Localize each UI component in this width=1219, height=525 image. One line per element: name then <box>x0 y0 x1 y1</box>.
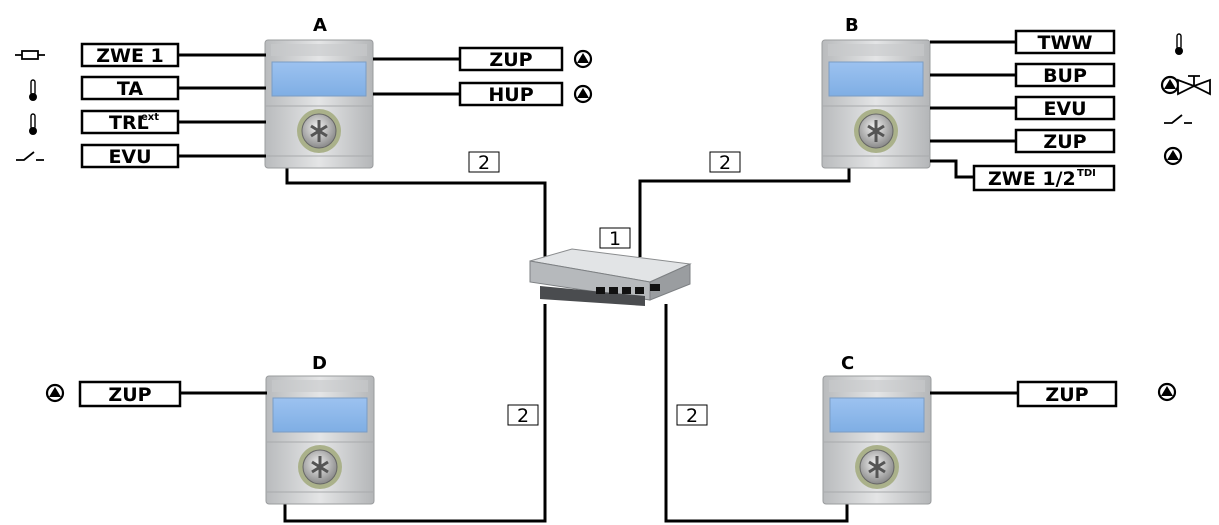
pump-icon <box>1163 146 1183 166</box>
a-label-zwe1: ZWE 1 <box>96 45 164 67</box>
a-label-hup: HUP <box>488 84 533 106</box>
pump-icon <box>573 84 593 104</box>
controller-b: B <box>820 15 932 170</box>
switch-contact-icon <box>15 151 45 161</box>
a-label-trl: TRL <box>109 112 149 134</box>
a-label-evu: EVU <box>108 146 151 168</box>
cable-a <box>285 168 547 257</box>
controller-c-label: C <box>841 353 854 374</box>
b-label-evu: EVU <box>1043 98 1086 120</box>
c-label-zup: ZUP <box>1045 384 1088 406</box>
network-cables <box>283 168 851 523</box>
controller-d-label: D <box>312 353 327 374</box>
b-right-connections: TWW BUP EVU ZUP ZWE 1/2 TDI <box>930 29 1211 192</box>
controller-b-label: B <box>845 15 859 36</box>
c-right-connections: ZUP <box>930 380 1177 408</box>
controller-c: C <box>821 353 933 506</box>
tag-2-d: 2 <box>517 405 529 427</box>
pump-valve-icon <box>1160 75 1211 96</box>
b-label-zwe12-sup: TDI <box>1077 168 1096 179</box>
cable-c <box>664 304 849 523</box>
thermometer-icon <box>1174 33 1184 56</box>
b-label-tww: TWW <box>1038 32 1093 54</box>
controller-a-label: A <box>313 15 327 36</box>
controller-a: A <box>263 15 375 170</box>
d-label-zup: ZUP <box>108 384 151 406</box>
pump-icon <box>1157 382 1177 402</box>
a-label-zup: ZUP <box>489 49 532 71</box>
a-right-connections: ZUP HUP <box>373 46 593 107</box>
thermometer-icon <box>28 113 38 136</box>
tag-2-c: 2 <box>686 405 698 427</box>
switch-contact-icon <box>1163 114 1193 124</box>
controller-d: D <box>264 353 376 506</box>
heater-rod-icon <box>14 50 46 60</box>
tag-1: 1 <box>609 228 621 250</box>
thermometer-icon <box>28 79 38 102</box>
d-left-connections: ZUP <box>45 380 267 408</box>
pump-icon <box>45 383 65 403</box>
a-label-ta: TA <box>117 78 143 100</box>
cable-d <box>283 304 547 523</box>
a-label-trl-sup: ext <box>141 112 159 123</box>
cable-b <box>638 168 851 257</box>
tag-2-b: 2 <box>719 152 731 174</box>
cable-tags: 1 2 2 2 2 <box>468 151 741 427</box>
a-left-connections: ZWE 1 TA TRL ext EVU <box>14 42 266 169</box>
b-label-bup: BUP <box>1043 65 1087 87</box>
b-label-zwe12: ZWE 1/2 <box>988 168 1076 190</box>
pump-icon <box>573 49 593 69</box>
tag-2-a: 2 <box>478 152 490 174</box>
b-label-zup: ZUP <box>1043 131 1086 153</box>
network-switch <box>529 248 692 306</box>
